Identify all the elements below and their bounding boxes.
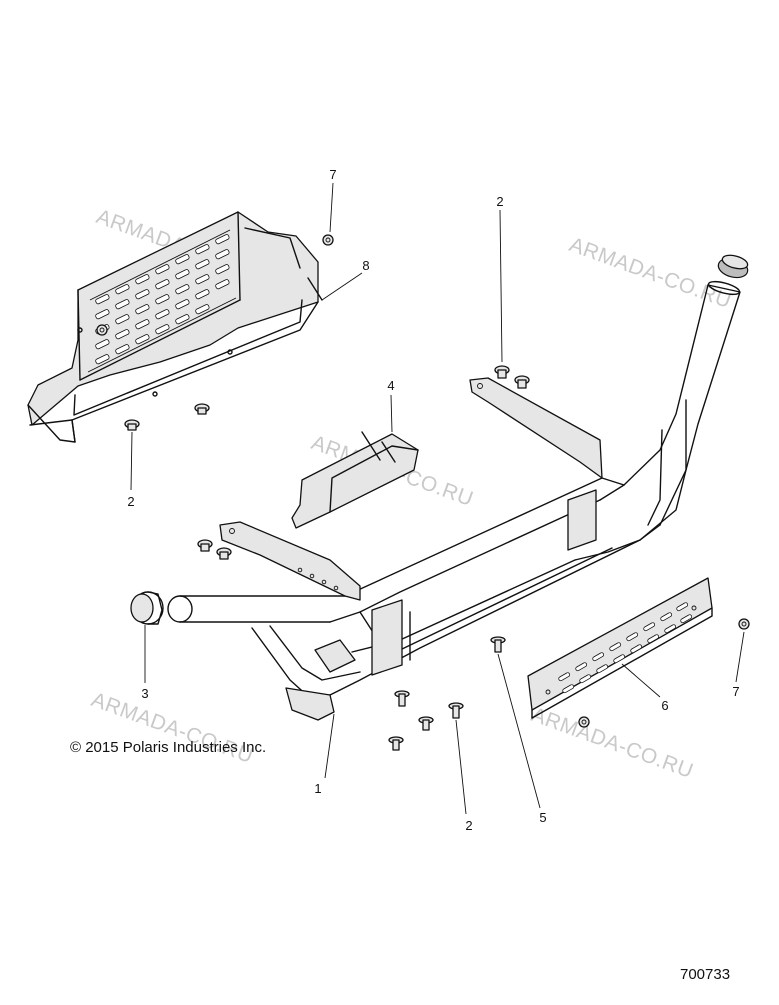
bolt-icon — [388, 736, 404, 751]
grille-plate-slots — [558, 602, 693, 694]
bolt-icon — [322, 234, 334, 246]
bolt-icon — [448, 702, 464, 719]
end-cap-right — [717, 254, 749, 279]
callout-4: 4 — [387, 378, 394, 393]
grille-plate-part-6 — [527, 577, 713, 719]
bolt-icon — [418, 716, 434, 731]
callout-3: 3 — [141, 686, 148, 701]
callout-2: 2 — [465, 818, 472, 833]
end-cap-part-3 — [130, 591, 164, 625]
bolt-icon — [197, 539, 213, 552]
watermark: ARMADA-CO.RU — [528, 703, 696, 783]
bolt-icon — [194, 403, 210, 415]
bolt-icon — [514, 375, 530, 389]
watermark: ARMADA-CO.RU — [88, 688, 256, 768]
bolt-icon — [96, 324, 108, 336]
callout-7: 7 — [329, 167, 336, 182]
callout-2: 2 — [127, 494, 134, 509]
leader-lines — [130, 182, 745, 815]
bolt-icon — [494, 365, 510, 379]
callout-7: 7 — [732, 684, 739, 699]
bolt-icon — [490, 636, 506, 653]
callout-2: 2 — [496, 194, 503, 209]
bumper-frame-part-1 — [167, 280, 741, 721]
callout-6: 6 — [661, 698, 668, 713]
bolt-icon — [394, 690, 410, 707]
bolt-icon — [124, 419, 140, 431]
bolt-icon — [216, 547, 232, 560]
callout-1: 1 — [314, 781, 321, 796]
watermark: ARMADA-CO.RU — [566, 233, 734, 313]
bolt-icon — [738, 618, 750, 630]
grille-shroud-part-8 — [27, 211, 323, 443]
callout-8: 8 — [362, 258, 369, 273]
copyright-text: © 2015 Polaris Industries Inc. — [70, 739, 266, 756]
bolt-icon — [578, 716, 590, 728]
callout-5: 5 — [539, 810, 546, 825]
figure-number: 700733 — [680, 966, 730, 983]
bracket-part-4 — [291, 431, 419, 529]
